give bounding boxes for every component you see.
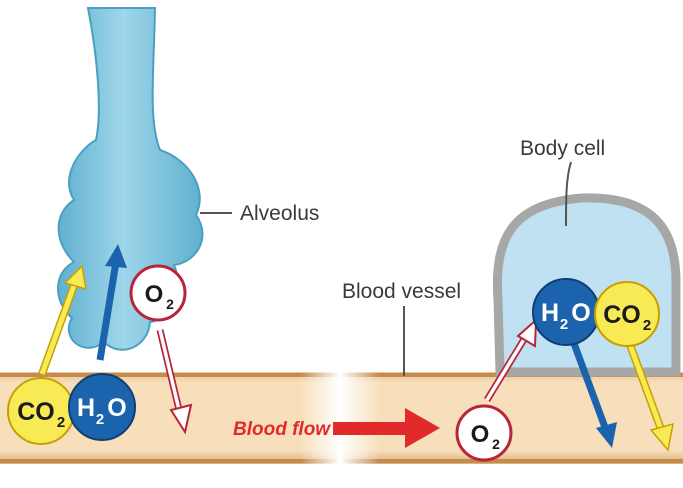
co2-molecule-left: CO 2 [8, 378, 74, 444]
o2-molecule-right: O 2 [457, 406, 511, 460]
o2-molecule-left: O 2 [131, 266, 185, 320]
h2o-formula-h: H [541, 299, 559, 327]
h2o-formula-h: H [77, 394, 95, 422]
co2-molecule-right: CO 2 [595, 282, 659, 346]
h2o-molecule-left: H 2 O [69, 374, 135, 440]
h2o-subscript: 2 [560, 316, 568, 333]
body-cell-label: Body cell [520, 137, 605, 160]
co2-formula: CO [17, 398, 55, 426]
o2-formula: O [471, 421, 490, 448]
o2-subscript: 2 [166, 296, 174, 312]
h2o-molecule-right: H 2 O [533, 279, 599, 345]
alveolus-label: Alveolus [240, 202, 319, 225]
co2-subscript: 2 [643, 317, 651, 334]
co2-formula: CO [603, 301, 641, 329]
h2o-subscript: 2 [96, 411, 104, 428]
h2o-formula-o: O [571, 299, 590, 327]
co2-subscript: 2 [57, 414, 65, 431]
blood-vessel-label: Blood vessel [342, 280, 461, 303]
h2o-formula-o: O [107, 394, 126, 422]
blood-flow-label: Blood flow [233, 419, 331, 440]
body-cell-shape [497, 198, 676, 372]
o2-formula: O [145, 281, 164, 308]
o2-subscript: 2 [492, 436, 500, 452]
